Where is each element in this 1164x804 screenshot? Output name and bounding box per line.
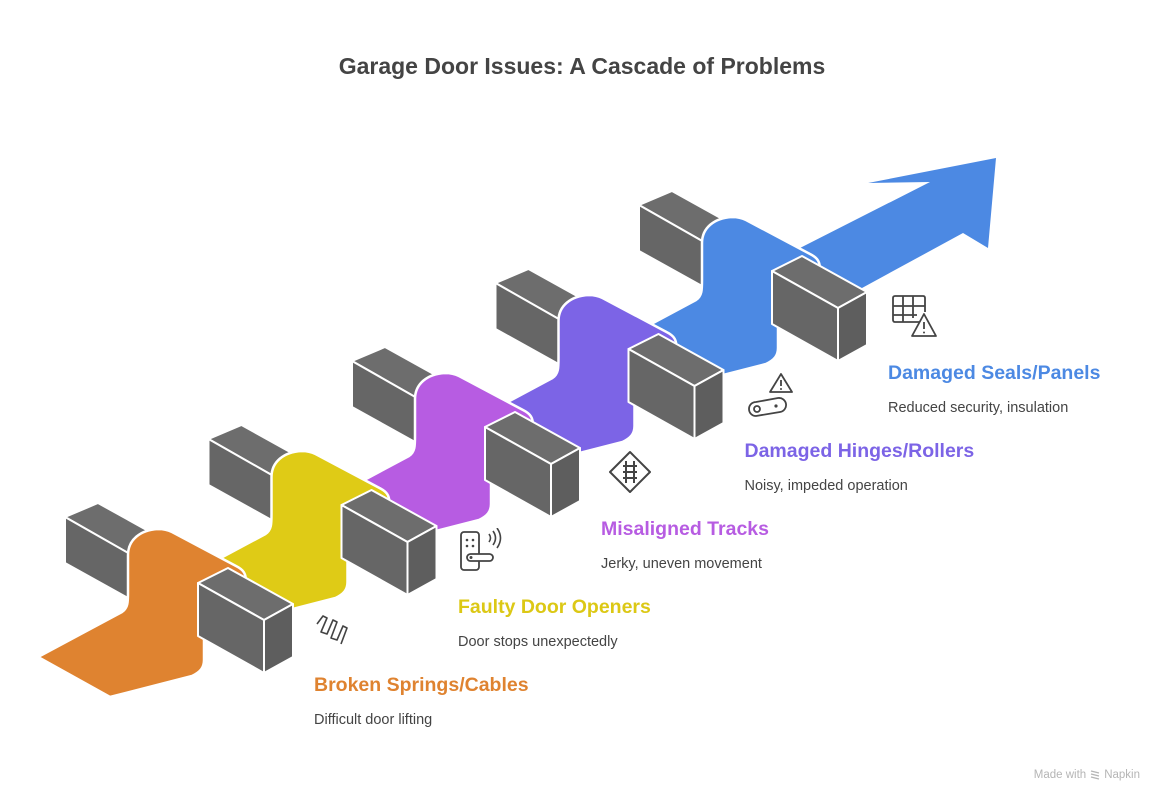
stage-1-title: Broken Springs/Cables — [314, 674, 529, 696]
front-block-face — [406, 525, 438, 596]
front-block-face — [263, 603, 294, 674]
front-block-face — [837, 291, 868, 362]
stage-5-description: Reduced security, insulation — [888, 400, 1069, 416]
front-block-face — [550, 447, 581, 518]
railroad-track-sign-icon — [608, 450, 656, 503]
stage-3-description: Jerky, uneven movement — [601, 556, 762, 572]
smart-lock-icon — [457, 527, 505, 581]
roller-warning-icon — [747, 372, 796, 425]
panel-warning-icon — [891, 294, 939, 347]
footer-brand: Napkin — [1104, 769, 1140, 781]
footer-prefix: Made with — [1033, 769, 1087, 781]
stage-1-segment — [36, 502, 294, 699]
front-block-face — [693, 369, 725, 440]
made-with-napkin-badge[interactable]: Made with Napkin — [1034, 769, 1140, 781]
stage-5-title: Damaged Seals/Panels — [888, 362, 1101, 384]
stage-4-title: Damaged Hinges/Rollers — [744, 440, 975, 462]
stage-2-title: Faulty Door Openers — [458, 596, 651, 618]
spring-icon — [313, 612, 361, 665]
progress-arrow — [800, 158, 996, 300]
diagram-title: Garage Door Issues: A Cascade of Problem… — [338, 53, 826, 79]
napkin-logo-icon — [1091, 770, 1100, 780]
stage-1-description: Difficult door lifting — [314, 712, 433, 728]
stage-2-description: Door stops unexpectedly — [458, 634, 618, 650]
stage-3-title: Misaligned Tracks — [601, 518, 769, 540]
stage-4-description: Noisy, impeded operation — [744, 478, 908, 494]
